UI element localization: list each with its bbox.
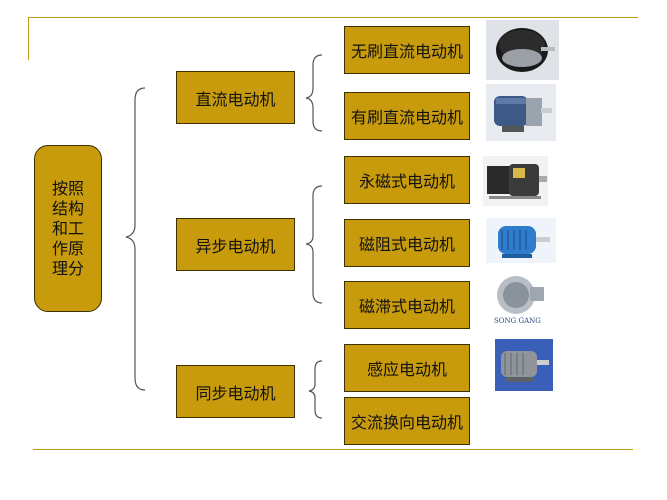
left-rule [28, 17, 29, 60]
motor-pm-photo [483, 156, 548, 206]
motor-reluctance-photo [486, 218, 556, 263]
leaf-reluctance: 磁阻式电动机 [344, 219, 470, 267]
top-rule [28, 17, 638, 18]
category-sync-motor: 同步电动机 [176, 365, 295, 418]
leaf-induction: 感应电动机 [344, 344, 470, 392]
leaf-permanent-magnet: 永磁式电动机 [344, 156, 470, 204]
sync-brace [308, 360, 323, 419]
leaf-hysteresis: 磁滞式电动机 [344, 281, 470, 329]
photo-caption: SONG GANG [494, 317, 541, 325]
bottom-rule [33, 449, 633, 450]
root-box: 按照结构和工作原理分 [34, 145, 102, 312]
root-brace [125, 87, 146, 391]
leaf-brushless-dc: 无刷直流电动机 [344, 26, 470, 74]
leaf-ac-commutator: 交流换向电动机 [344, 397, 470, 445]
motor-brushless-photo [486, 20, 559, 80]
motor-induction-photo [495, 339, 553, 391]
motor-brushed-photo [486, 84, 556, 141]
category-dc-motor: 直流电动机 [176, 71, 295, 124]
async-brace [305, 185, 323, 304]
leaf-brushed-dc: 有刷直流电动机 [344, 92, 470, 140]
category-async-motor: 异步电动机 [176, 218, 295, 271]
motor-hysteresis-photo: SONG GANG [486, 273, 552, 331]
dc-brace [305, 54, 323, 132]
